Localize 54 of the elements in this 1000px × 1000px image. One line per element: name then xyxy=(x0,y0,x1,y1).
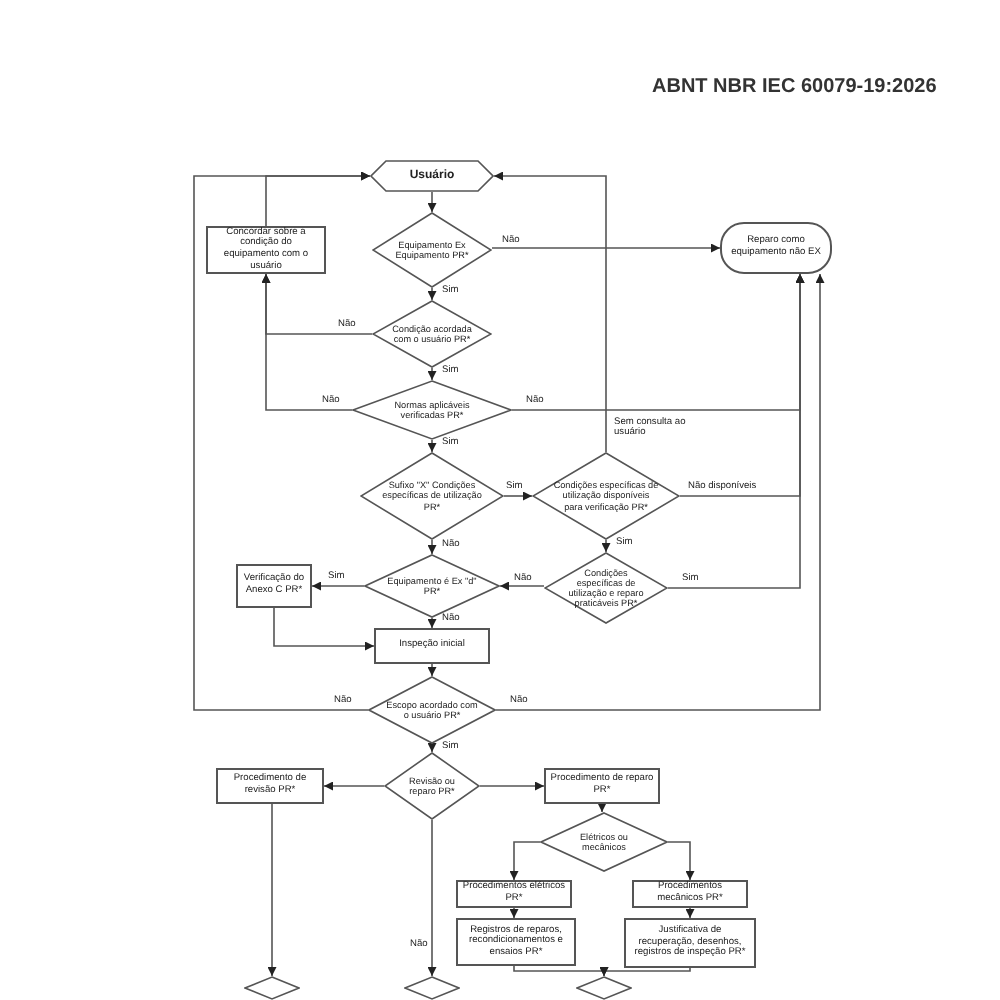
standard-reference: ABNT NBR IEC 60079-19:2026 xyxy=(652,74,937,102)
decision-diamond xyxy=(352,380,512,440)
decision-diamond xyxy=(360,452,504,540)
connector-arrow xyxy=(667,841,695,881)
connector-arrow xyxy=(323,781,385,791)
decision-diamond xyxy=(540,812,668,872)
decision-diamond xyxy=(372,300,492,368)
connector-arrow xyxy=(427,367,437,381)
connector-arrow xyxy=(427,819,437,977)
connector-arrow xyxy=(427,743,437,753)
process-box xyxy=(206,226,326,274)
decision-diamond xyxy=(384,752,480,820)
connector-arrow xyxy=(499,581,545,591)
decision-diamond xyxy=(244,976,300,1000)
connector-arrow xyxy=(427,287,437,301)
decision-diamond xyxy=(532,452,680,540)
connector-arrow xyxy=(427,439,437,453)
connector-arrow xyxy=(685,907,695,919)
connector-arrow xyxy=(427,617,437,629)
process-box xyxy=(456,918,576,966)
process-box xyxy=(456,880,572,908)
process-box xyxy=(216,768,324,804)
decision-diamond xyxy=(576,976,632,1000)
connector-arrow xyxy=(509,907,519,919)
connector-arrow xyxy=(601,539,611,553)
connector-arrow xyxy=(427,539,437,555)
process-box xyxy=(624,918,756,968)
decision-diamond xyxy=(404,976,460,1000)
decision-diamond xyxy=(364,554,500,618)
connector-arrow xyxy=(599,967,691,977)
process-box xyxy=(374,628,490,664)
connector-arrow xyxy=(495,273,825,711)
process-box xyxy=(632,880,748,908)
connector-arrow xyxy=(267,803,277,977)
decision-diamond xyxy=(372,212,492,288)
connector-arrow xyxy=(479,781,545,791)
connector-arrow xyxy=(427,191,437,213)
connector-arrow xyxy=(491,243,721,253)
connector-arrow xyxy=(193,171,371,711)
decision-diamond xyxy=(544,552,668,624)
connector-arrow xyxy=(273,607,375,651)
connector-arrow xyxy=(493,171,607,453)
process-box xyxy=(236,564,312,608)
hexagon-terminal xyxy=(370,160,494,192)
connector-arrow xyxy=(509,841,541,881)
connector-arrow xyxy=(261,273,353,411)
connector-arrow xyxy=(427,663,437,677)
decision-diamond xyxy=(368,676,496,744)
terminal-box xyxy=(720,222,832,274)
process-box xyxy=(544,768,660,804)
connector-arrow xyxy=(597,803,607,813)
connector-arrow xyxy=(503,491,533,501)
connector-arrow xyxy=(667,273,805,589)
connector-arrow xyxy=(311,581,365,591)
